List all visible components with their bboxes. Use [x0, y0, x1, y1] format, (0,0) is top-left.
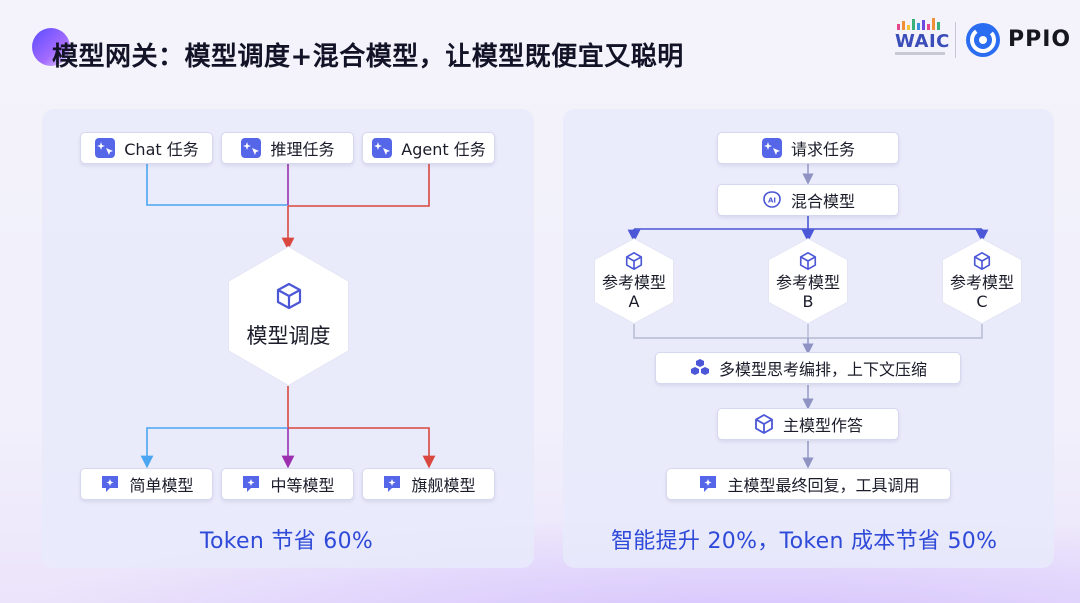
cube-icon — [625, 252, 643, 270]
waic-logo-subline — [895, 52, 945, 55]
simple-model-node: 简单模型 — [80, 468, 213, 500]
reference-model-c-line1: 参考模型 — [949, 273, 1014, 292]
flagship-model-node: 旗舰模型 — [362, 468, 495, 500]
reference-model-c-line2: C — [976, 292, 988, 311]
chat-task-node: Chat 任务 — [80, 132, 213, 164]
left-result-text: Token 节省 60% — [200, 529, 374, 554]
final-reply-node: 主模型最终回复，工具调用 — [666, 468, 951, 500]
chat-sparkle-icon — [243, 476, 260, 492]
flagship-model-label: 旗舰模型 — [411, 476, 476, 495]
waic-bars-graphic — [897, 18, 940, 30]
simple-model-label: 简单模型 — [129, 476, 194, 495]
scheduler-hexagon: 模型调度 — [228, 246, 349, 386]
mixed-model-node: AI 混合模型 — [717, 184, 899, 216]
waic-logo-text: WAIC — [895, 31, 950, 52]
cube-icon — [973, 252, 991, 270]
ai-brain-icon: AI — [763, 191, 781, 208]
main-answer-label: 主模型作答 — [782, 416, 863, 435]
chat-task-label: Chat 任务 — [124, 140, 199, 159]
page-title: 模型网关：模型调度+混合模型，让模型既便宜又聪明 — [52, 42, 684, 72]
reference-model-a-line1: 参考模型 — [601, 273, 666, 292]
medium-model-node: 中等模型 — [221, 468, 354, 500]
scheduler-label: 模型调度 — [246, 324, 331, 348]
title-accent-circle — [32, 28, 70, 66]
chat-sparkle-icon — [700, 476, 717, 492]
orchestration-node: 多模型思考编排，上下文压缩 — [655, 352, 961, 384]
cube-icon — [799, 252, 817, 270]
reasoning-task-label: 推理任务 — [270, 140, 335, 159]
svg-text:AI: AI — [768, 197, 776, 205]
ppio-brand-text: PPIO — [1008, 27, 1072, 52]
sparkle-cursor-icon — [95, 138, 116, 158]
sparkle-cursor-icon — [761, 138, 782, 158]
agent-task-label: Agent 任务 — [401, 140, 486, 159]
request-task-node: 请求任务 — [717, 132, 899, 164]
main-answer-node: 主模型作答 — [717, 408, 899, 440]
chat-sparkle-icon — [102, 476, 119, 492]
waic-logo: WAIC — [893, 18, 950, 62]
cubes-icon — [690, 359, 709, 375]
cube-icon — [755, 414, 773, 434]
sparkle-cursor-icon — [372, 138, 393, 158]
reference-model-a-line2: A — [628, 292, 640, 311]
medium-model-label: 中等模型 — [270, 476, 335, 495]
orchestration-label: 多模型思考编排，上下文压缩 — [718, 360, 927, 379]
reference-model-b-line2: B — [802, 292, 814, 311]
right-result-text: 智能提升 20%，Token 成本节省 50% — [611, 529, 998, 554]
ppio-logo-icon — [966, 23, 1000, 57]
agent-task-node: Agent 任务 — [362, 132, 495, 164]
final-reply-label: 主模型最终回复，工具调用 — [727, 476, 920, 495]
chat-sparkle-icon — [384, 476, 401, 492]
cube-icon — [276, 282, 301, 310]
sparkle-cursor-icon — [241, 138, 262, 158]
reasoning-task-node: 推理任务 — [221, 132, 354, 164]
logo-divider — [955, 22, 956, 58]
reference-model-b-line1: 参考模型 — [775, 273, 840, 292]
request-task-label: 请求任务 — [790, 140, 855, 159]
mixed-model-label: 混合模型 — [790, 192, 855, 211]
